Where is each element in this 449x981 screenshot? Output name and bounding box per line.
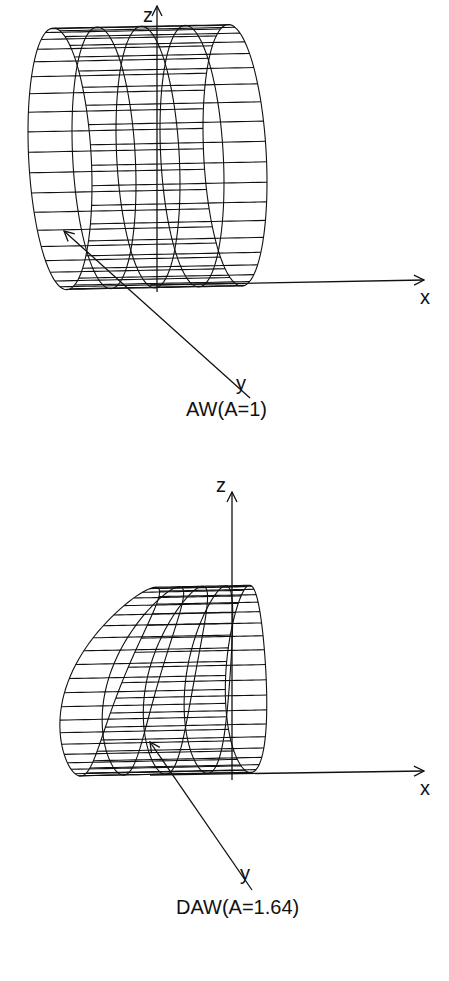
axis-label: y bbox=[240, 862, 250, 884]
axis-label: x bbox=[420, 286, 430, 308]
axis-label: x bbox=[420, 777, 430, 799]
section-ring bbox=[203, 25, 267, 287]
z-axis bbox=[231, 492, 232, 780]
section-ring bbox=[160, 25, 224, 287]
section-ring bbox=[60, 587, 160, 776]
figure-caption: DAW(A=1.64) bbox=[176, 896, 299, 918]
cylinder-wireframe bbox=[28, 25, 267, 290]
x-axis bbox=[150, 771, 424, 775]
section-ring bbox=[72, 27, 136, 289]
axis-label: z bbox=[216, 474, 226, 496]
y-axis bbox=[150, 742, 252, 890]
y-axis bbox=[64, 231, 250, 398]
section-ring bbox=[28, 28, 92, 290]
figure-caption: AW(A=1) bbox=[186, 398, 267, 420]
z-axis bbox=[156, 6, 157, 292]
distorted-wireframe bbox=[60, 585, 267, 776]
axis-label: y bbox=[236, 372, 246, 394]
section-ring bbox=[102, 587, 184, 775]
section-ring bbox=[116, 26, 180, 288]
coordinate-axes bbox=[64, 6, 424, 890]
axis-label: z bbox=[143, 4, 153, 26]
x-axis bbox=[150, 280, 424, 285]
